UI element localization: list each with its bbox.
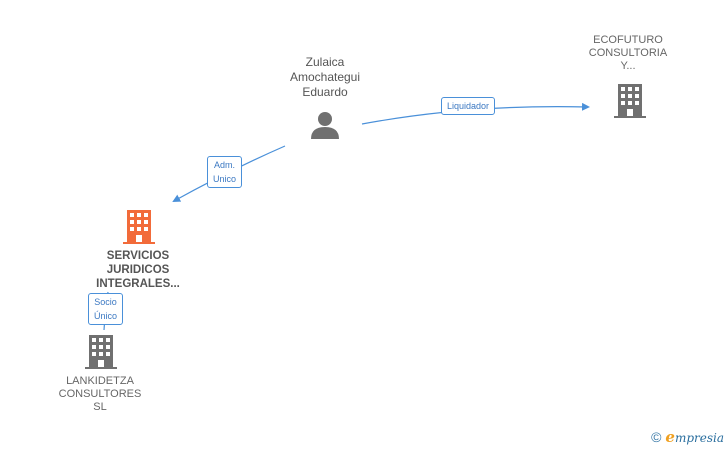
brand-logo: © empresia: [651, 428, 724, 446]
building-icon[interactable]: [614, 84, 646, 118]
person-icon[interactable]: [310, 110, 340, 140]
edge-label-adm-unico[interactable]: Adm. Unico: [207, 156, 243, 188]
servicios-label[interactable]: SERVICIOS JURIDICOS INTEGRALES...: [96, 250, 180, 290]
brand-name: empresia: [665, 428, 724, 446]
building-icon[interactable]: [85, 335, 117, 369]
copyright-icon: ©: [651, 429, 662, 445]
person-name-label[interactable]: Zulaica Amochategui Eduardo: [289, 55, 361, 99]
ecofuturo-label[interactable]: ECOFUTURO CONSULTORIA Y...: [588, 34, 668, 72]
building-icon[interactable]: [123, 210, 155, 244]
edge-label-liquidador[interactable]: Liquidador: [441, 97, 496, 115]
edge-label-socio-unico[interactable]: Socio Único: [88, 293, 124, 325]
lankidetza-label[interactable]: LANKIDETZA CONSULTORES SL: [58, 375, 142, 413]
